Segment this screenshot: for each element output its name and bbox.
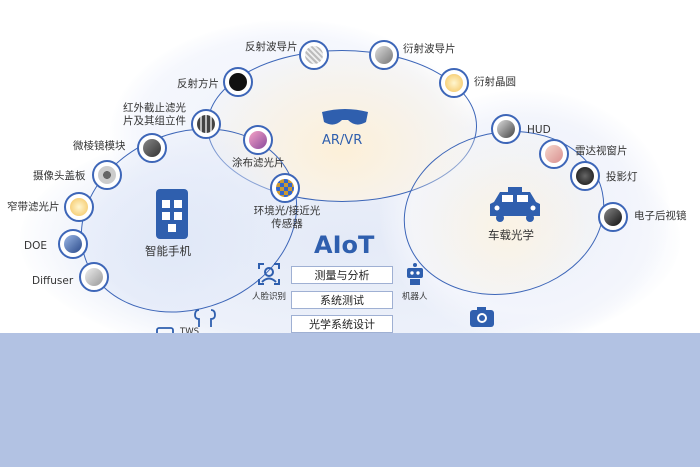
narrowband-filter-label: 窄带滤光片 <box>7 201 60 213</box>
hud-label: HUD <box>527 124 551 136</box>
diffractive-wafer-label: 衍射晶圆 <box>474 76 516 88</box>
car-title: 车载光学 <box>488 228 534 242</box>
coated-filter-label: 涂布滤光片 <box>232 157 285 169</box>
diffractive-waveguide-icon <box>369 40 399 70</box>
system-test-box: 系统测试 <box>291 291 393 309</box>
diffractive-wafer-icon <box>439 68 469 98</box>
camera-cover-label: 摄像头盖板 <box>33 170 86 182</box>
measure-analysis-box: 测量与分析 <box>291 266 393 284</box>
optical-design-box: 光学系统设计 <box>291 315 393 333</box>
rear-mirror-label: 电子后视镜 <box>634 210 687 222</box>
robot-icon <box>407 263 423 285</box>
reflective-square-label: 反射方片 <box>177 78 219 90</box>
face-id-icon <box>258 263 280 285</box>
narrowband-filter-icon <box>64 192 94 222</box>
robot-label: 机器人 <box>402 292 428 302</box>
ambient-sensor-label: 环境光/接近光传感器 <box>253 205 321 230</box>
micro-prism-label: 微棱镜模块 <box>73 140 126 152</box>
doe-icon <box>58 229 88 259</box>
earbuds-icon <box>194 309 216 327</box>
face-id-label: 人脸识别 <box>252 292 287 302</box>
ir-cut-filter-icon <box>191 109 221 139</box>
car-icon <box>490 187 540 222</box>
aiot-title: AIoT <box>314 231 375 259</box>
camera-icon <box>470 307 494 327</box>
reflective-square-icon <box>223 67 253 97</box>
reflective-waveguide-icon <box>299 40 329 70</box>
rear-mirror-icon <box>598 202 628 232</box>
ir-cut-filter-label: 红外截止滤光片及其组立件 <box>123 102 186 127</box>
smartphone-icon <box>156 189 188 239</box>
ambient-sensor-icon <box>270 173 300 203</box>
tws-label: TWS <box>180 327 199 337</box>
reflective-waveguide-label: 反射波导片 <box>245 41 298 53</box>
bottom-band <box>0 333 700 467</box>
doe-label: DOE <box>24 240 47 252</box>
radar-window-label: 雷达视窗片 <box>575 145 628 157</box>
phone-title: 智能手机 <box>145 244 191 258</box>
diffractive-waveguide-label: 衍射波导片 <box>403 43 456 55</box>
micro-prism-icon <box>137 133 167 163</box>
projector-lamp-icon <box>570 161 600 191</box>
diffuser-icon <box>79 262 109 292</box>
ar-vr-title: AR/VR <box>322 133 363 148</box>
vr-goggles-icon <box>322 109 368 125</box>
radar-window-icon <box>539 139 569 169</box>
projector-lamp-label: 投影灯 <box>606 171 638 183</box>
diffuser-label: Diffuser <box>32 275 74 287</box>
coated-filter-icon <box>243 125 273 155</box>
camera-cover-icon <box>92 160 122 190</box>
hud-icon <box>491 114 521 144</box>
